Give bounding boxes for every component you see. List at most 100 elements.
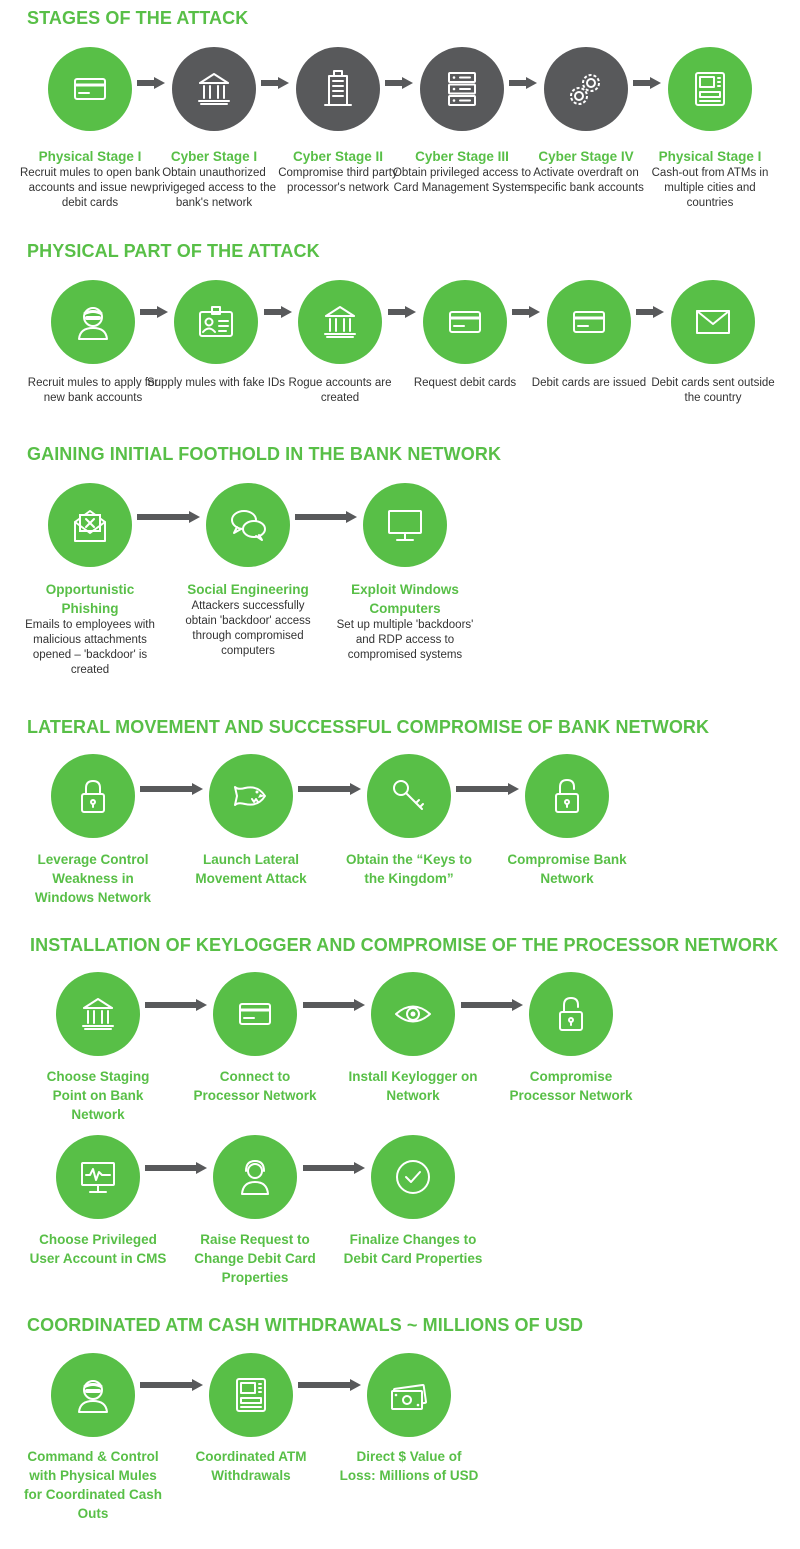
step-circle: [213, 1135, 297, 1219]
step-title: Choose Staging Point on Bank Network: [46, 1069, 150, 1122]
flow-arrow: [456, 783, 519, 795]
step-circle: [544, 47, 628, 131]
credit-card-icon: [232, 991, 278, 1037]
step-title: Coordinated ATM Withdrawals: [195, 1449, 307, 1483]
step-title: Raise Request to Change Debit Card Prope…: [194, 1232, 316, 1285]
section-title: LATERAL MOVEMENT AND SUCCESSFUL COMPROMI…: [27, 717, 710, 737]
step-circle: [51, 1353, 135, 1437]
step-circle: [48, 47, 132, 131]
step-description: Cash-out from ATMs in multiple cities an…: [651, 167, 769, 209]
step-label: Debit cards are issued: [519, 376, 659, 391]
step-label: Supply mules with fake IDs: [146, 376, 286, 391]
step-label: Rogue accounts are created: [270, 376, 410, 406]
step-title: Exploit Windows Computers: [351, 582, 459, 616]
envelope-icon: [690, 299, 736, 345]
step-title: Social Engineering: [187, 582, 309, 597]
step-description: Rogue accounts are created: [288, 377, 392, 404]
step-title: Choose Privileged User Account in CMS: [29, 1232, 167, 1266]
monitor-chart-icon: [75, 1154, 121, 1200]
step-description: Debit cards are issued: [531, 377, 647, 389]
step-description: Attackers successfully obtain 'backdoor'…: [185, 600, 311, 657]
step-label: Coordinated ATM Withdrawals: [181, 1447, 321, 1485]
atm-machine-icon: [228, 1372, 274, 1418]
step-circle: [671, 280, 755, 364]
step-description: Emails to employees with malicious attac…: [25, 619, 155, 676]
step-label: Raise Request to Change Debit Card Prope…: [185, 1230, 325, 1287]
step-title: Compromise Processor Network: [509, 1069, 633, 1103]
step-circle: [668, 47, 752, 131]
step-description: Supply mules with fake IDs: [146, 377, 286, 389]
step-title: Finalize Changes to Debit Card Propertie…: [343, 1232, 483, 1266]
flow-arrow: [137, 511, 200, 523]
step-label: Obtain the “Keys to the Kingdom”: [339, 850, 479, 888]
step-title: Physical Stage I: [38, 149, 142, 164]
step-circle: [56, 1135, 140, 1219]
unlocked-padlock-icon: [544, 773, 590, 819]
step-title: Cyber Stage IV: [538, 149, 634, 164]
step-title: Leverage Control Weakness in Windows Net…: [34, 852, 152, 905]
step-label: Choose Privileged User Account in CMS: [28, 1230, 168, 1268]
step-label: Recruit mules to apply for new bank acco…: [23, 376, 163, 406]
step-label: Request debit cards: [395, 376, 535, 391]
step-circle: [51, 280, 135, 364]
unlocked-padlock-icon: [548, 991, 594, 1037]
flow-arrow: [145, 1162, 207, 1174]
step-circle: [172, 47, 256, 131]
step-circle: [206, 483, 290, 567]
bank-building-icon: [191, 66, 237, 112]
key-icon: [386, 773, 432, 819]
step-label: Choose Staging Point on Bank Network: [28, 1067, 168, 1124]
step-title: Cyber Stage II: [292, 149, 384, 164]
server-rack-icon: [439, 66, 485, 112]
bank-building-icon: [317, 299, 363, 345]
checkmark-circle-icon: [390, 1154, 436, 1200]
flow-arrow: [295, 511, 357, 523]
step-description: Request debit cards: [413, 377, 517, 389]
step-label: Finalize Changes to Debit Card Propertie…: [343, 1230, 483, 1268]
phishing-email-icon: [67, 502, 113, 548]
step-description: Activate overdraft on specific bank acco…: [528, 167, 644, 194]
step-circle: [48, 483, 132, 567]
piranha-fish-icon: [228, 773, 274, 819]
step-circle: [51, 754, 135, 838]
masked-person-icon: [70, 1372, 116, 1418]
step-circle: [371, 972, 455, 1056]
gears-icon: [563, 66, 609, 112]
step-title: Direct $ Value of Loss: Millions of USD: [339, 1449, 479, 1483]
eye-icon: [390, 991, 436, 1037]
step-circle: [213, 972, 297, 1056]
flow-arrow: [298, 1379, 361, 1391]
step-label: Compromise Processor Network: [501, 1067, 641, 1105]
step-circle: [298, 280, 382, 364]
step-circle: [209, 754, 293, 838]
step-description: Obtain unauthorized privigeged access to…: [151, 167, 277, 209]
step-description: Debit cards sent outside the country: [651, 377, 775, 404]
step-title: Connect to Processor Network: [193, 1069, 317, 1103]
lock-icon: [70, 773, 116, 819]
section-title: PHYSICAL PART OF THE ATTACK: [27, 241, 320, 261]
step-circle: [209, 1353, 293, 1437]
step-circle: [367, 1353, 451, 1437]
step-circle: [296, 47, 380, 131]
step-title: Obtain the “Keys to the Kingdom”: [345, 852, 472, 886]
step-title: Launch Lateral Movement Attack: [195, 852, 307, 886]
flow-arrow: [388, 306, 416, 318]
flow-arrow: [298, 783, 361, 795]
step-label: Direct $ Value of Loss: Millions of USD: [339, 1447, 479, 1485]
chat-bubbles-icon: [225, 502, 271, 548]
user-headset-icon: [232, 1154, 278, 1200]
step-circle: [420, 47, 504, 131]
step-label: Compromise Bank Network: [497, 850, 637, 888]
cash-bills-icon: [386, 1372, 432, 1418]
step-description: Set up multiple 'backdoors' and RDP acce…: [336, 619, 474, 661]
step-circle: [547, 280, 631, 364]
step-circle: [423, 280, 507, 364]
credit-card-icon: [67, 66, 113, 112]
monitor-icon: [382, 502, 428, 548]
